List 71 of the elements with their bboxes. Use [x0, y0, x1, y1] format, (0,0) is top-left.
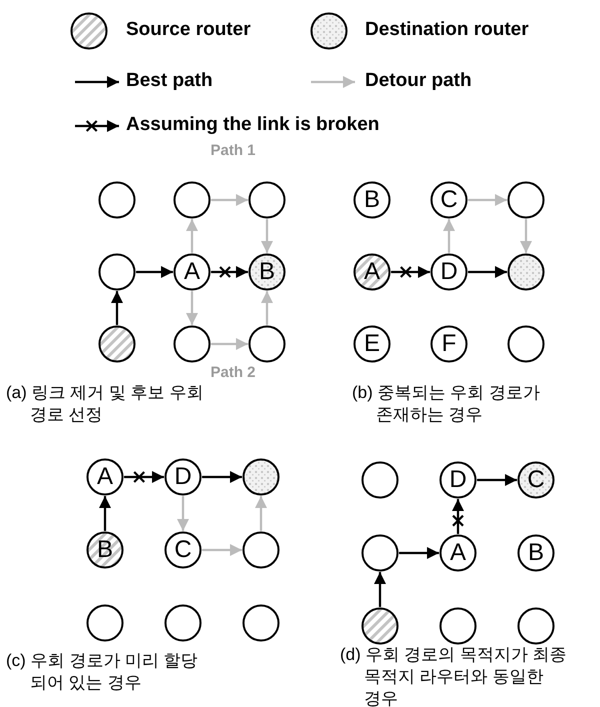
arrow [477, 474, 517, 486]
arrow [202, 544, 242, 556]
legend-label: Destination router [365, 19, 529, 41]
router-circle [98, 181, 136, 219]
arrow [261, 219, 273, 253]
router-circle: F [430, 325, 468, 363]
destination-router-circle [507, 253, 545, 291]
legend-label: Source router [126, 19, 251, 41]
figure-caption: (a) 링크 제거 및 후보 우회 경로 선정 [6, 382, 204, 426]
router-circle [248, 325, 286, 363]
source-router-circle [98, 325, 136, 363]
router-circle: C [430, 181, 468, 219]
arrow [177, 496, 189, 531]
arrow [520, 219, 532, 253]
arrow [374, 572, 386, 607]
router-circle [173, 181, 211, 219]
arrow [186, 219, 198, 253]
path-label: Path 2 [209, 364, 256, 381]
router-circle: B [517, 534, 555, 572]
router-circle: E [353, 325, 391, 363]
router-circle: A [86, 458, 124, 496]
router-circle [164, 604, 202, 642]
router-circle [173, 325, 211, 363]
arrow [211, 338, 248, 350]
arrow [468, 194, 507, 206]
router-circle [507, 181, 545, 219]
legend-label: Best path [126, 70, 213, 92]
router-circle [242, 604, 280, 642]
arrow [99, 496, 111, 531]
arrow [122, 470, 166, 484]
legend-label: Detour path [365, 70, 472, 92]
router-circle [361, 461, 399, 499]
path-label: Path 1 [209, 142, 256, 159]
router-circle: A [439, 534, 477, 572]
router-circle: A [173, 253, 211, 291]
router-circle [361, 534, 399, 572]
arrow [210, 266, 250, 278]
router-circle [248, 181, 286, 219]
router-circle: D [439, 461, 477, 499]
arrow [399, 547, 439, 559]
router-circle [507, 325, 545, 363]
arrow [468, 266, 507, 278]
destination-router-circle: B [248, 253, 286, 291]
router-circle [98, 253, 136, 291]
figure-caption: (d) 우회 경로의 목적지가 최종 목적지 라우터와 동일한 경우 [340, 644, 568, 707]
destination-router-circle: C [517, 461, 555, 499]
arrow [255, 496, 267, 531]
router-circle [86, 604, 124, 642]
router-circle: D [430, 253, 468, 291]
figure-caption: (c) 우회 경로가 미리 할당 되어 있는 경우 [6, 650, 199, 694]
router-circle: C [164, 531, 202, 569]
router-circle: D [164, 458, 202, 496]
arrow [111, 291, 123, 325]
router-circle: B [353, 181, 391, 219]
figure-caption: (b) 중복되는 우회 경로가 존재하는 경우 [352, 382, 541, 426]
arrow [186, 291, 198, 325]
arrow [136, 266, 173, 278]
router-circle [517, 607, 555, 645]
arrow [211, 194, 248, 206]
arrow [452, 498, 464, 536]
destination-router-circle [242, 458, 280, 496]
source-router-circle [361, 607, 399, 645]
source-router-circle: B [86, 531, 124, 569]
arrow [261, 291, 273, 325]
arrow [443, 219, 455, 253]
source-router-circle: A [353, 253, 391, 291]
router-circle [439, 607, 477, 645]
arrow [390, 266, 432, 278]
arrow [202, 471, 242, 483]
router-circle [242, 531, 280, 569]
legend-label: Assuming the link is broken [126, 114, 380, 136]
